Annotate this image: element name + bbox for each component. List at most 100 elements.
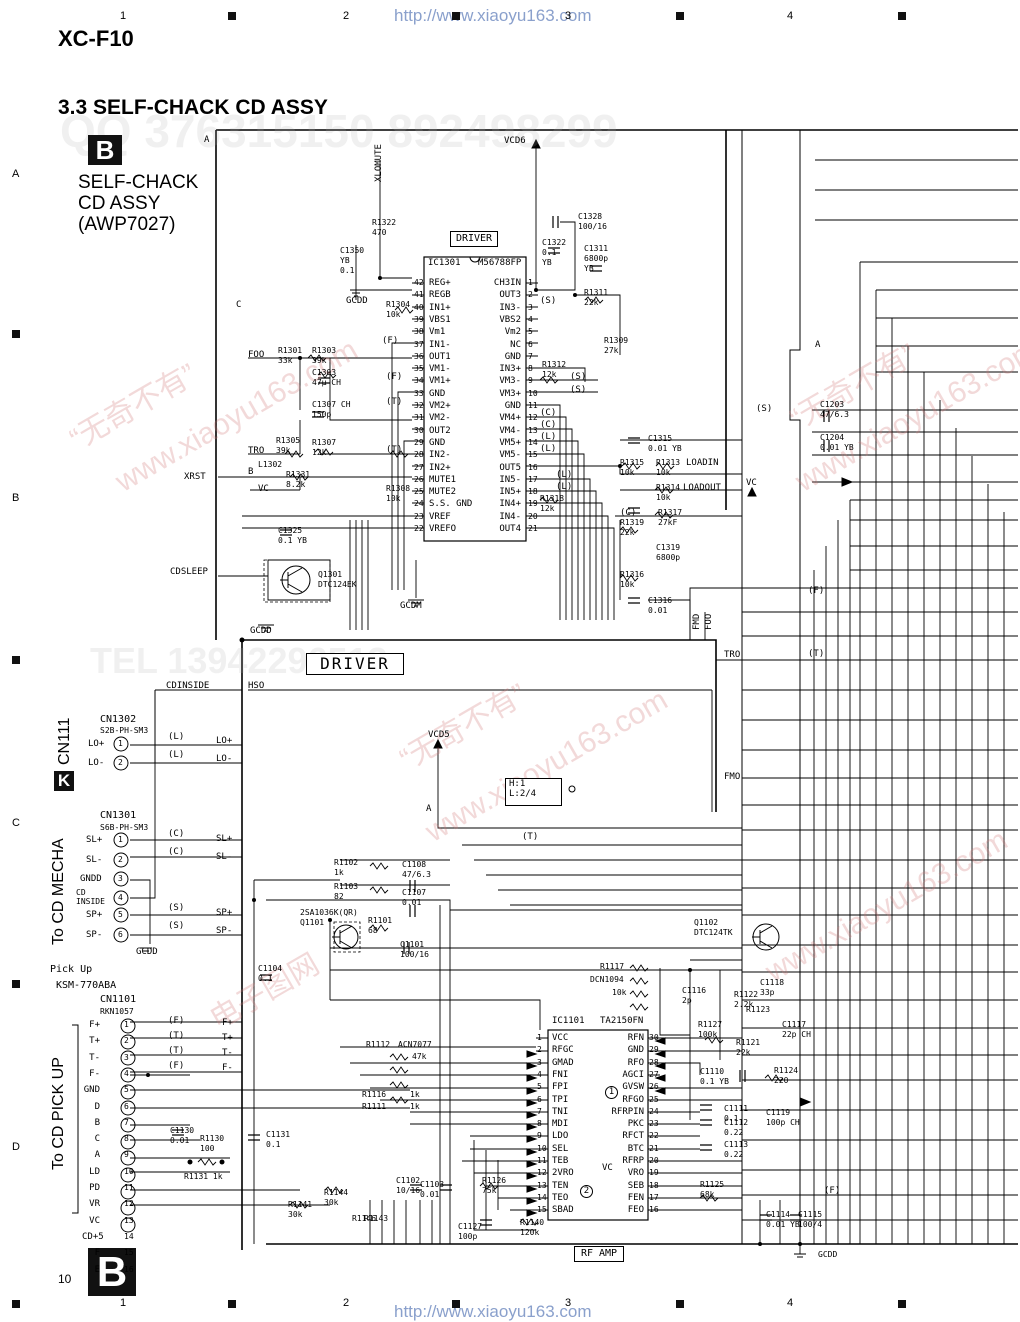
- cn1101-pin-name: F+: [89, 1020, 100, 1030]
- ic1301-pin-number: 12: [528, 413, 538, 423]
- ic1101-pin-name: FNI: [552, 1069, 569, 1080]
- ic1301-pin-name: IN1-: [429, 339, 451, 350]
- part-label-c1127: C1127 100p: [458, 1222, 483, 1241]
- part-label-c1101: C1101 100/16: [400, 940, 429, 959]
- board-letter-badge: B: [88, 135, 122, 165]
- flag-f: (F): [824, 1186, 841, 1196]
- ic1301-pin-name: Vm1: [429, 327, 446, 338]
- driver-box-label: DRIVER: [450, 231, 498, 247]
- cn1101-pin-name: PD: [89, 1183, 100, 1193]
- flag-c: (C): [540, 408, 557, 418]
- part-label-c1111: C1111 0.1: [724, 1104, 749, 1123]
- cn1302-ref: CN1302: [100, 714, 137, 725]
- cn1101-pin-number: 5: [124, 1085, 129, 1095]
- ic1301-pin-name: VM3+: [499, 388, 521, 399]
- model-name: XC-F10: [58, 26, 134, 51]
- ic1301-pin-name: IN3+: [499, 364, 521, 375]
- cn1101-pin-name: VR: [89, 1199, 100, 1210]
- ic1101-pin-name: AGCI: [622, 1069, 644, 1080]
- flag-f: (F): [382, 336, 399, 346]
- ic1101-pin-number: 8: [537, 1119, 542, 1129]
- flag-s: (S): [168, 903, 185, 913]
- part-label-c1119: C1119 100p CH: [766, 1108, 800, 1127]
- ic1301-pin-name: VM5+: [499, 437, 521, 448]
- part-label-c1130: C1130 0.01: [170, 1126, 195, 1145]
- flag-l: (L): [168, 750, 185, 760]
- junction-dots: [146, 276, 802, 1246]
- part-label-c1316: C1316 0.01: [648, 596, 673, 615]
- ic1301-pin-name: IN4-: [499, 511, 521, 522]
- ic1101-pin-number: 14: [537, 1192, 547, 1202]
- part-label-r1312: R1312 12k: [542, 360, 567, 379]
- part-label-r1116: R1116: [362, 1090, 387, 1099]
- part-label-c1112: C1112 0.22: [724, 1118, 749, 1137]
- part-label-r1117: R1117: [600, 962, 625, 971]
- part-label-r1101: R1101 68: [368, 916, 393, 935]
- net-f-minus: F-: [222, 1063, 233, 1073]
- grid-row-c: C: [12, 817, 20, 829]
- part-label-c1103: C1103 0.01: [420, 1180, 445, 1199]
- flag-c: (C): [168, 847, 185, 857]
- grid-col-2-bottom: 2: [343, 1297, 350, 1309]
- grid-col-3: 3: [565, 10, 572, 22]
- cn1101-pin-number: 11: [124, 1183, 134, 1192]
- part-label-c1118: C1118 33p: [760, 978, 785, 997]
- ic1301-pin-name: OUT5: [499, 462, 521, 473]
- part-label-c1328: C1328 100/16: [578, 212, 607, 231]
- part-label-r1317: R1317 27kF: [658, 508, 683, 527]
- cn1101-pin-name: A: [94, 1150, 100, 1161]
- transistor-symbols: [280, 565, 780, 951]
- grid-marker: [452, 12, 460, 20]
- cn1301-pin-num: 4: [118, 893, 123, 902]
- part-label-c1204: C1204 0.01 YB: [820, 433, 854, 452]
- ic1301-pin-name: OUT1: [429, 351, 451, 362]
- cn1302-pin-num: 2: [118, 758, 123, 767]
- ic1101-pin-number: 21: [649, 1143, 659, 1153]
- cn1101-pin-name: T+: [89, 1036, 100, 1047]
- ic1301-pin-name: VM1+: [429, 376, 451, 387]
- flag-t: (T): [168, 1031, 185, 1041]
- cn1301-pin-name: CD INSIDE: [76, 888, 105, 906]
- ic1301-pin-number: 22: [414, 524, 424, 533]
- ic1101-pin-name: GVSW: [622, 1082, 644, 1093]
- net-cdinside: CDINSIDE: [166, 681, 210, 691]
- ic1301-pin-name: VBS1: [429, 314, 451, 325]
- ic1301-pin-number: 2: [528, 290, 533, 300]
- ic1101-pin-number: 17: [649, 1192, 659, 1202]
- net-sl-plus: SL+: [216, 834, 233, 844]
- part-label-r1316: R1316 10k: [620, 570, 645, 589]
- part-label-r1102: R1102 1k: [334, 858, 359, 877]
- ic1101-pin-name: RFGC: [552, 1045, 574, 1056]
- cn1101-pin-name: C: [94, 1134, 100, 1145]
- ic1301-pin-number: 29: [414, 437, 424, 447]
- flag-l: (L): [556, 470, 573, 480]
- ic1301-pin-number: 4: [528, 314, 533, 324]
- watermark-qq: QQ 376315150 892498299: [60, 105, 618, 157]
- part-label-r1319: R1319 22k: [620, 518, 645, 537]
- net-xrst: XRST: [184, 472, 206, 482]
- cn1101-pin-name: VC: [89, 1215, 100, 1226]
- part-label-c1104: C1104 0.1: [258, 964, 283, 983]
- connector-pin-circles: [72, 736, 136, 1233]
- ic1301-pin-number: 33: [414, 388, 424, 398]
- part-label-r1k_a: 1k: [410, 1090, 420, 1099]
- ic1101-pin-number: 25: [649, 1094, 659, 1104]
- grid-col-2: 2: [343, 10, 350, 22]
- ic1101-pin-number: 11: [537, 1156, 547, 1165]
- net-gcdd-2: GCDD: [250, 626, 272, 636]
- ic1101-ref: IC1101: [552, 1016, 585, 1026]
- grid-marker: [12, 656, 20, 664]
- flag-l: (L): [540, 432, 557, 442]
- cn1301-pin-num: 3: [118, 874, 123, 883]
- cn1101-pin-number: 14: [124, 1231, 134, 1241]
- cn1301-part: S6B-PH-SM3: [100, 823, 149, 832]
- flag-c: (C): [540, 420, 557, 430]
- ic1101-pin-number: 18: [649, 1180, 659, 1190]
- ic1101-pin-number: 12: [537, 1168, 547, 1178]
- ic1101-pin-number: 23: [649, 1119, 659, 1129]
- cn1301-ref: CN1301: [100, 810, 137, 821]
- ic1301-pin-number: 14: [528, 437, 538, 447]
- board-letter-large: B: [88, 1248, 136, 1296]
- net-f-plus: F+: [222, 1018, 233, 1028]
